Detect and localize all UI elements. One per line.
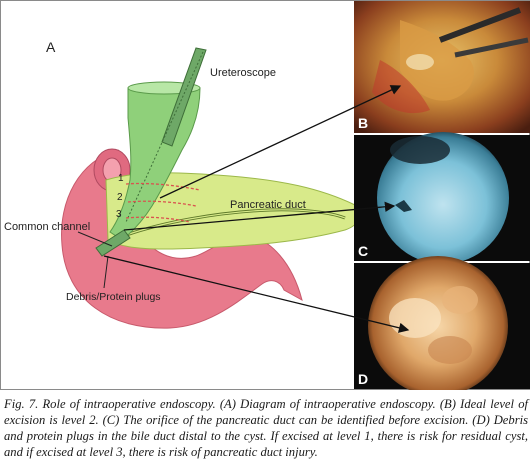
arrow-to-c: [123, 201, 396, 231]
common-channel-label: Common channel: [4, 221, 90, 233]
common-channel-tube: [95, 229, 131, 257]
figure-canvas: A Ureteroscope 1 2 3 Pancreatic duct Com…: [4, 1, 530, 390]
arrow-to-b: [159, 85, 402, 199]
ureteroscope-label: Ureteroscope: [210, 67, 276, 79]
arrow-to-d: [103, 255, 410, 333]
ureteroscope-path: [125, 51, 204, 223]
level-3-line: [125, 216, 191, 223]
photo-d-label: D: [358, 371, 368, 387]
debris-label: Debris/Protein plugs: [66, 291, 161, 303]
level-1-label: 1: [118, 173, 124, 184]
panel-label-a: A: [46, 39, 56, 55]
photo-d: D: [354, 256, 530, 390]
level-3-label: 3: [116, 209, 122, 220]
pancreatic-duct-label: Pancreatic duct: [230, 199, 306, 211]
level-2-label: 2: [117, 192, 123, 203]
figure-caption: Fig. 7. Role of intraoperative endoscopy…: [4, 397, 528, 459]
level-1-line: [125, 182, 201, 191]
photo-b-label: B: [358, 115, 368, 131]
photo-c-label: C: [358, 243, 368, 259]
common-channel-leader: [77, 231, 113, 247]
level-2-line: [127, 200, 197, 207]
photo-c: C: [354, 132, 530, 264]
photo-b: B: [354, 1, 530, 133]
ureteroscope-shaft: [161, 47, 207, 147]
debris-leader: [103, 255, 109, 289]
